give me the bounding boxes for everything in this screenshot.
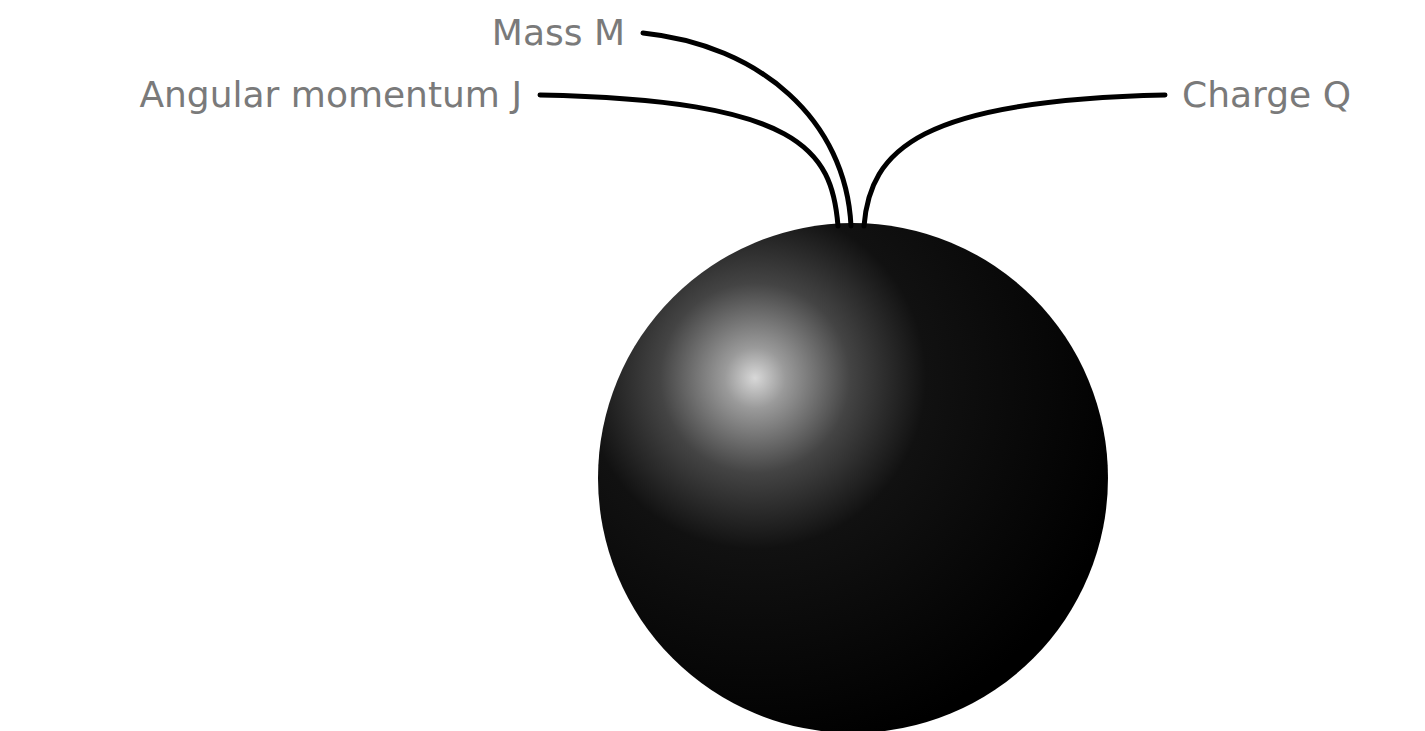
black-hole-sphere <box>598 223 1108 731</box>
parameter-label: Charge Q <box>1182 72 1351 118</box>
parameter-label: Angular momentum J <box>139 72 522 118</box>
hair-line <box>540 95 838 226</box>
hair-line <box>864 95 1165 226</box>
parameter-label: Mass M <box>492 10 625 56</box>
hair-line <box>643 33 851 226</box>
